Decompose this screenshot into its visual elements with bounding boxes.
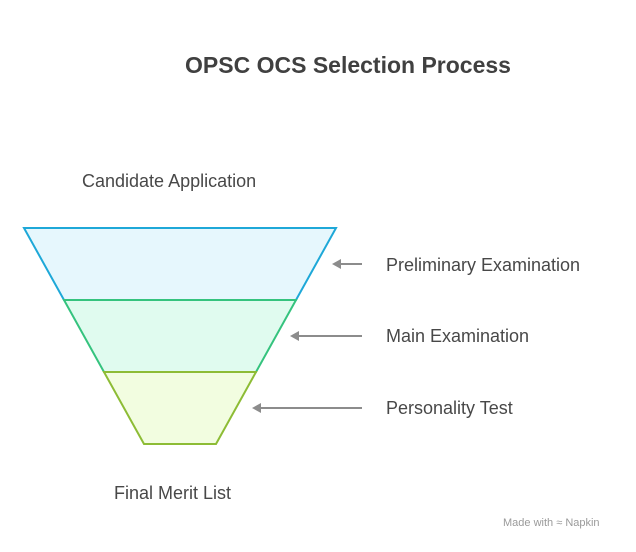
arrow-icon	[252, 403, 362, 413]
watermark-brand: Napkin	[565, 517, 600, 529]
funnel-stage-main	[62, 299, 298, 373]
bottom-label: Final Merit List	[114, 483, 232, 503]
funnel-stage-personality	[102, 371, 258, 445]
stage-label-preliminary: Preliminary Examination	[386, 255, 581, 275]
funnel-stage-preliminary	[22, 227, 338, 301]
watermark: Made with ≈ Napkin	[503, 517, 600, 529]
stage-label-personality: Personality Test	[386, 398, 513, 418]
napkin-logo-icon: ≈	[556, 517, 563, 529]
diagram-title: OPSC OCS Selection Process	[185, 52, 511, 78]
watermark-prefix: Made with	[503, 517, 554, 529]
arrow-icon	[290, 331, 362, 341]
top-label: Candidate Application	[82, 171, 257, 191]
stage-label-main: Main Examination	[386, 326, 530, 346]
arrow-icon	[332, 259, 362, 269]
